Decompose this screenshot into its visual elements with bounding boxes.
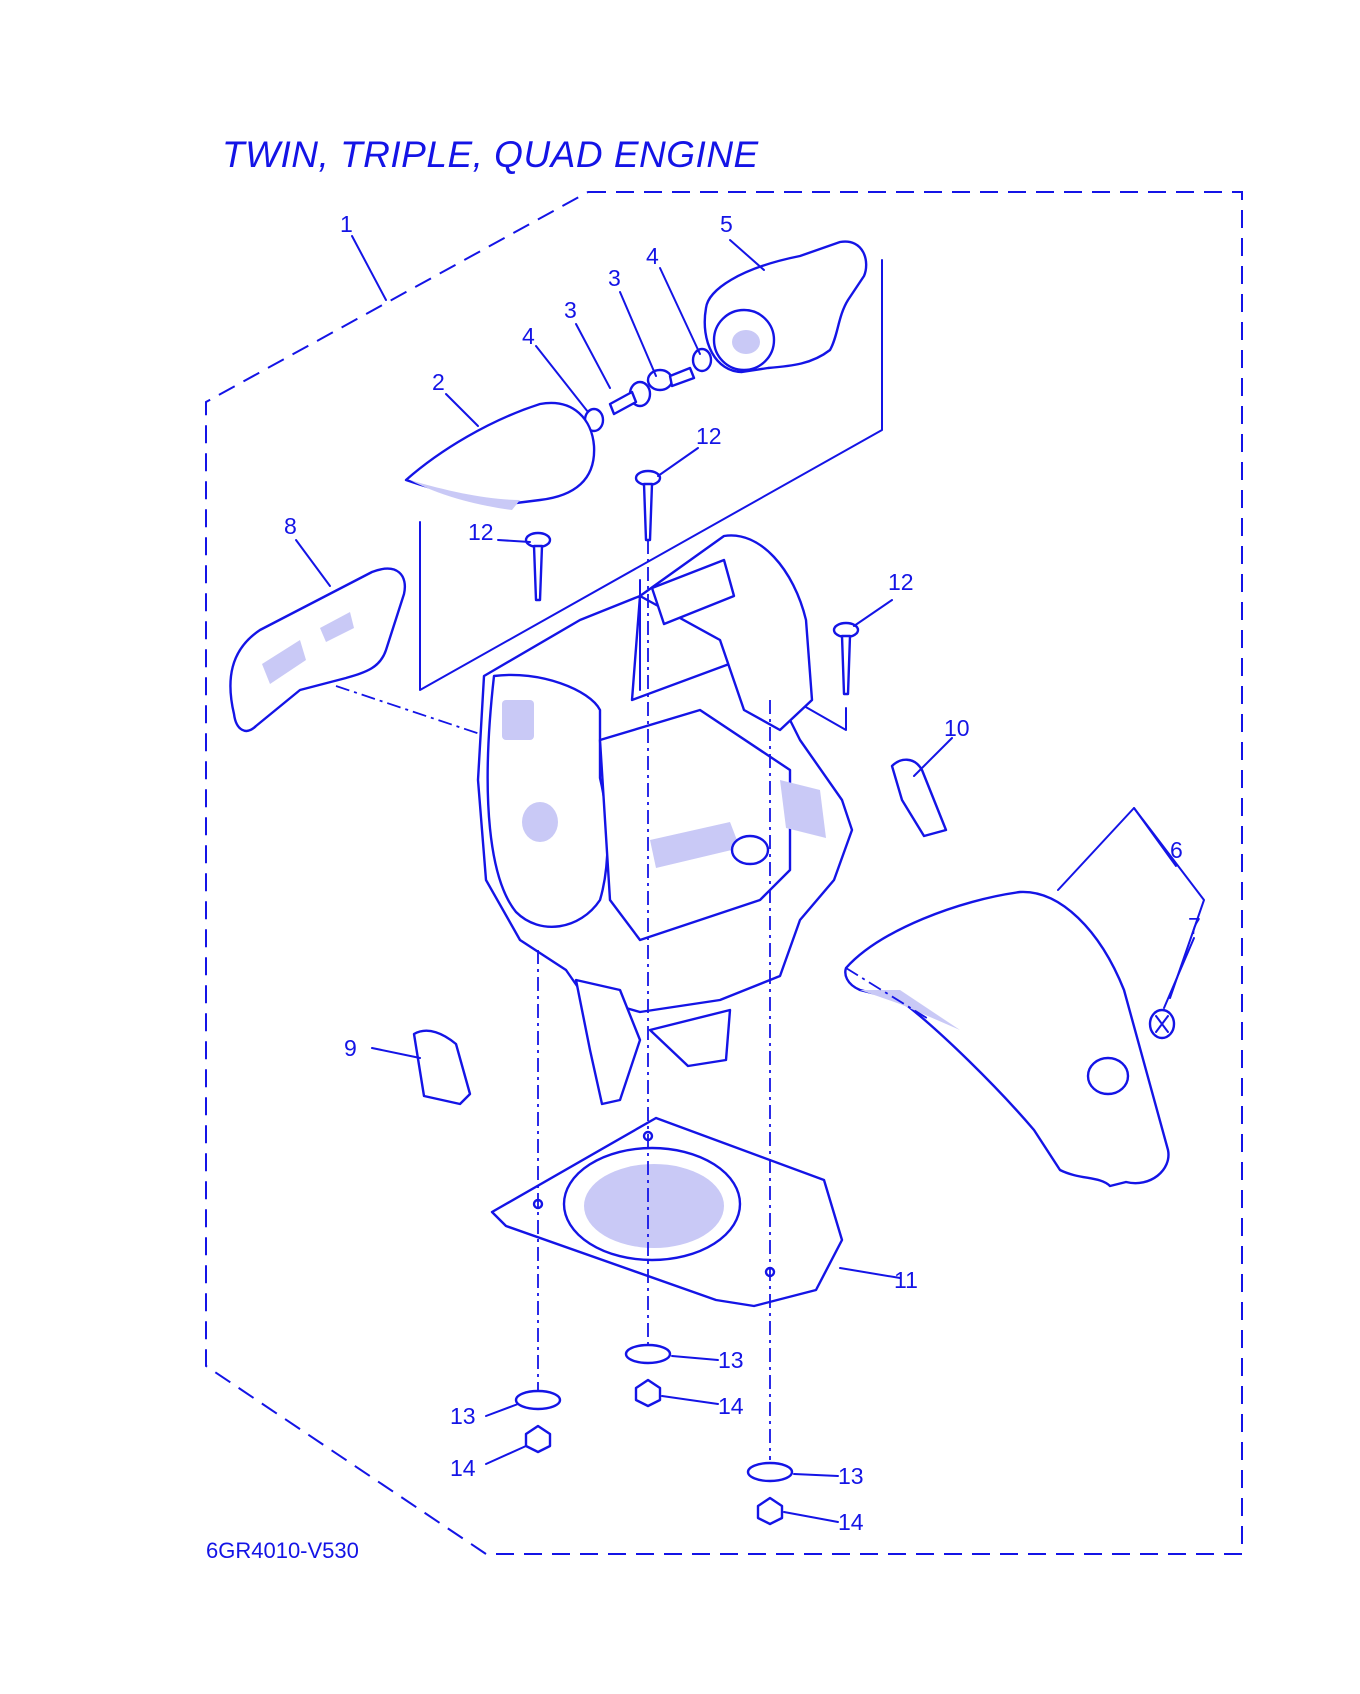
leader-6 — [1133, 807, 1177, 867]
callout-9: 9 — [344, 1035, 357, 1061]
part-14-nut-left — [524, 1424, 552, 1454]
part-12-screw-a — [634, 469, 662, 542]
callout-14a: 14 — [450, 1455, 476, 1481]
callout-12c: 12 — [888, 569, 914, 595]
leader-12c — [853, 599, 893, 627]
leader-10 — [913, 737, 953, 777]
leader-7 — [1163, 937, 1195, 1009]
callout-12b: 12 — [468, 519, 494, 545]
diagram-code: 6GR4010-V530 — [206, 1538, 359, 1563]
part-14-nut-mid — [634, 1378, 662, 1408]
assembly-boundary — [205, 191, 1243, 1555]
leader-13b — [671, 1355, 719, 1361]
callout-1: 1 — [340, 211, 353, 237]
leader-12a — [657, 447, 699, 477]
part-3-screw-right — [646, 366, 696, 392]
callout-2: 2 — [432, 369, 445, 395]
part-10-small-cover — [890, 758, 948, 838]
callout-4a: 4 — [522, 323, 535, 349]
part-4-washer-right — [691, 347, 713, 373]
leader-4b — [659, 267, 701, 355]
callout-13c: 13 — [838, 1463, 864, 1489]
leader-14b — [661, 1395, 719, 1405]
callout-13b: 13 — [718, 1347, 744, 1373]
leader-13a — [485, 1403, 519, 1417]
part-5-grip-cap — [703, 240, 868, 374]
leader-14c — [783, 1511, 839, 1523]
part-8-side-cover — [229, 567, 407, 733]
leader-4a — [535, 345, 589, 413]
callout-7: 7 — [1188, 913, 1201, 939]
callout-11: 11 — [894, 1267, 918, 1293]
leader-3a — [575, 323, 611, 389]
callout-14c: 14 — [838, 1509, 864, 1535]
callout-3a: 3 — [564, 297, 577, 323]
callout-10: 10 — [944, 715, 970, 741]
part-12-screw-c — [832, 621, 860, 696]
part-12-screw-b — [524, 531, 552, 602]
main-body — [476, 534, 854, 1106]
part-3-screw-left — [608, 380, 652, 416]
callout-5: 5 — [720, 211, 733, 237]
part-13-washer-mid — [624, 1343, 672, 1365]
part-13-washer-left — [514, 1389, 562, 1411]
callout-4b: 4 — [646, 243, 659, 269]
part-14-nut-right — [756, 1496, 784, 1526]
part-11-base-plate — [490, 1116, 844, 1308]
callout-3b: 3 — [608, 265, 621, 291]
centerline-diag-1 — [335, 685, 481, 735]
callout-12a: 12 — [696, 423, 722, 449]
leader-9 — [371, 1047, 421, 1059]
leader-5 — [729, 239, 765, 271]
part-2-cover — [404, 401, 596, 510]
part-6-large-cover — [844, 890, 1170, 1188]
leader-1 — [351, 235, 387, 301]
callout-6: 6 — [1170, 837, 1183, 863]
callout-13a: 13 — [450, 1403, 476, 1429]
part-13-washer-right — [746, 1461, 794, 1483]
callout-8: 8 — [284, 513, 297, 539]
part-7-grommet — [1148, 1008, 1176, 1040]
diagram-title: TWIN, TRIPLE, QUAD ENGINE — [222, 134, 759, 175]
leader-13c — [793, 1473, 839, 1477]
leader-14a — [485, 1445, 527, 1465]
leader-3b — [619, 291, 657, 377]
centerline-diag-2 — [845, 967, 931, 1021]
leader-11 — [839, 1267, 901, 1279]
leader-12b — [497, 539, 531, 543]
callout-14b: 14 — [718, 1393, 744, 1419]
leader-2 — [445, 393, 479, 427]
part-9-small-cover — [412, 1029, 472, 1106]
bracket-frame-top — [419, 259, 883, 691]
leader-8 — [295, 539, 331, 587]
